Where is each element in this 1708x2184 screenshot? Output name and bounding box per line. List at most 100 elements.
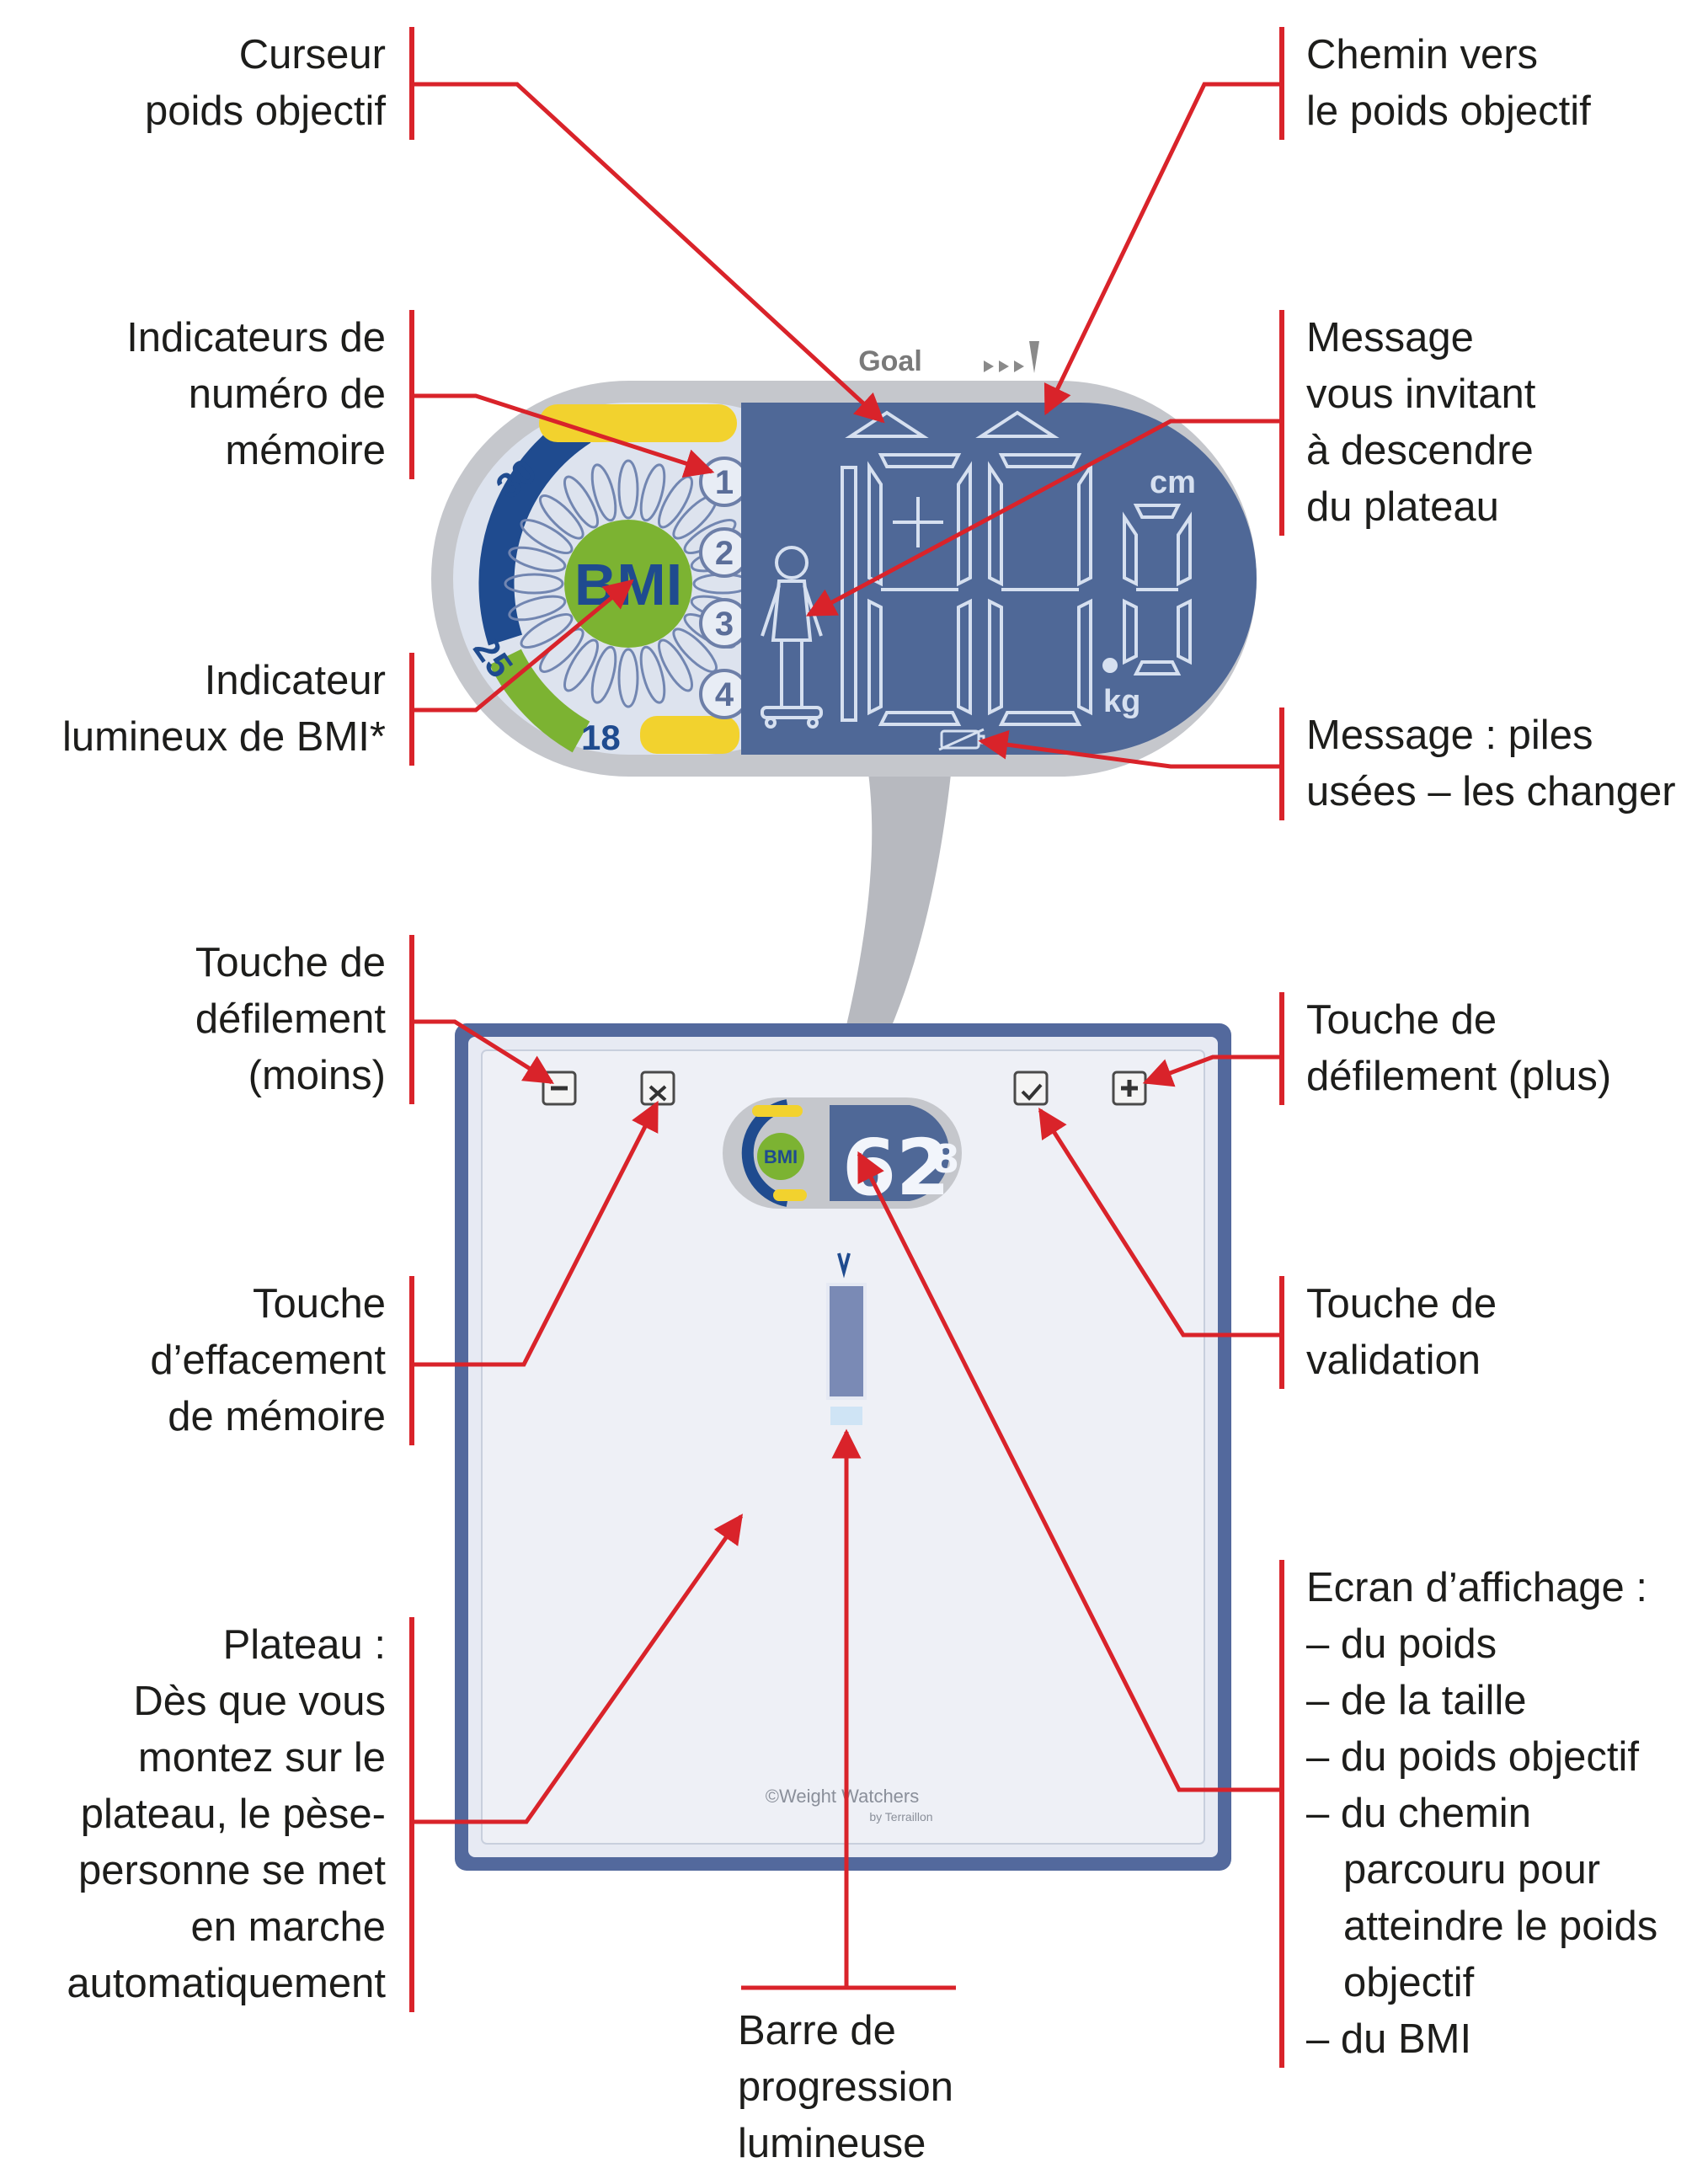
label-plateau-line: Plateau : <box>222 1622 386 1668</box>
sunflower-petal <box>590 463 617 522</box>
callout-chemin <box>1043 82 1279 416</box>
scale-display-decimal: 8 <box>932 1136 959 1182</box>
label-bmi-line: lumineux de BMI* <box>61 714 386 760</box>
label-descendre-line: vous invitant <box>1306 371 1536 417</box>
label-plateau-line: plateau, le pèse- <box>80 1792 386 1837</box>
lcd-segment <box>988 461 1003 587</box>
label-curseur-line: poids objectif <box>144 88 386 134</box>
sunflower-petal <box>539 494 584 540</box>
scroll-plus-button[interactable] <box>1112 1071 1147 1106</box>
validate-button[interactable] <box>1013 1071 1049 1106</box>
label-ecran-line: objectif <box>1343 1960 1475 2005</box>
label-curseur-line: Curseur <box>238 32 386 77</box>
sunflower-petal <box>617 459 639 520</box>
memory-indicator-number: 3 <box>715 606 734 643</box>
lcd-segment <box>878 453 962 468</box>
clear-memory-button[interactable] <box>640 1071 675 1106</box>
label-descendre-line: du plateau <box>1306 484 1499 530</box>
path-arrows-icon <box>984 341 1039 373</box>
label-moins-line: Touche de <box>195 940 386 985</box>
lcd-segment <box>878 711 962 726</box>
sunflower-petal <box>590 645 617 704</box>
label-plateau-line: personne se met <box>78 1848 386 1893</box>
scale-brand-sub: by Terraillon <box>869 1810 932 1824</box>
lcd-segment <box>1133 660 1182 675</box>
bmi-arc-green <box>489 649 590 753</box>
lcd-digits <box>841 453 1192 726</box>
label-ecran-line: parcouru pour <box>1343 1847 1601 1893</box>
sunflower-petal <box>639 463 666 522</box>
clear-x-icon <box>649 1085 667 1102</box>
lcd-segment <box>998 453 1082 468</box>
progress-top-icon <box>837 1252 851 1279</box>
label-memoire-line: numéro de <box>188 371 386 417</box>
scroll-minus-button[interactable] <box>542 1071 577 1106</box>
label-ecran-line: Ecran d’affichage : <box>1306 1565 1647 1610</box>
label-barre-line: progression <box>738 2064 954 2110</box>
label-touche-effacement: Touche d’effacement de mémoire <box>51 1276 414 1445</box>
label-effacement-line: d’effacement <box>150 1338 386 1383</box>
callout-bmi <box>409 579 634 713</box>
sunflower-petal <box>658 638 693 692</box>
label-barre-line: lumineuse <box>738 2121 926 2166</box>
label-plateau-line: en marche <box>190 1904 386 1950</box>
label-indicateur-bmi: Indicateur lumineux de BMI* <box>17 653 414 766</box>
label-descendre-line: Message <box>1306 315 1474 360</box>
memory-indicator-number: 2 <box>715 535 734 572</box>
label-indicateurs-memoire: Indicateurs de numéro de mémoire <box>51 310 414 479</box>
sunflower-petal <box>563 475 599 529</box>
label-memoire-line: mémoire <box>225 428 386 473</box>
label-barre-line: Barre de <box>738 2008 896 2053</box>
goal-label: Goal <box>858 345 922 377</box>
label-message-piles: Message : piles usées – les changer <box>1279 708 1676 820</box>
lcd-segment <box>1077 461 1092 587</box>
label-memoire-line: Indicateurs de <box>126 315 386 360</box>
label-effacement-line: Touche <box>252 1281 386 1327</box>
check-icon <box>1021 1083 1043 1101</box>
label-plateau-line: montez sur le <box>137 1735 386 1781</box>
unit-kg: kg <box>1103 684 1140 719</box>
callout-curseur <box>409 82 885 424</box>
label-ecran-line: – du chemin <box>1306 1791 1531 1836</box>
sunflower-petal <box>639 645 666 704</box>
label-validation-line: Touche de <box>1306 1281 1497 1327</box>
lcd-segment <box>1133 504 1182 519</box>
label-touche-validation: Touche de validation <box>1279 1276 1497 1389</box>
callout-validation <box>1038 1108 1279 1338</box>
label-ecran-line: – du BMI <box>1306 2016 1472 2062</box>
lcd-segment-one <box>841 466 857 722</box>
callout-memoire <box>409 393 715 478</box>
label-validation-line: validation <box>1306 1338 1481 1383</box>
label-piles-line: Message : piles <box>1306 713 1593 758</box>
label-barre: Barre de progression lumineuse <box>738 2003 953 2172</box>
label-touche-moins: Touche de défilement (moins) <box>51 935 414 1104</box>
label-moins-line: (moins) <box>248 1053 386 1098</box>
label-plateau-line: automatiquement <box>67 1961 386 2006</box>
scale-body: BMI 62 8 ©Weight Watchers by Terraillon <box>455 1023 1231 1871</box>
sunflower-petal <box>504 573 564 595</box>
callout-plateau <box>409 1514 744 1824</box>
label-chemin-line: Chemin vers <box>1306 32 1539 77</box>
memory-indicator-number: 4 <box>715 676 734 713</box>
label-ecran-line: – de la taille <box>1306 1678 1527 1723</box>
lcd-segment <box>998 711 1082 726</box>
lcd-segment <box>1177 598 1192 665</box>
lcd-segment <box>957 598 972 716</box>
lcd-segment <box>988 598 1003 716</box>
callout-plus <box>1142 1055 1279 1087</box>
lcd-segment <box>957 461 972 587</box>
sunflower-petal <box>520 613 574 649</box>
label-descendre-line: à descendre <box>1306 428 1534 473</box>
label-ecran: Ecran d’affichage : – du poids – de la t… <box>1279 1560 1657 2068</box>
lcd-segment <box>1123 511 1138 587</box>
label-moins-line: défilement <box>195 996 386 1042</box>
callout-piles <box>978 729 1279 769</box>
sunflower-petal <box>508 595 567 622</box>
label-ecran-line: – du poids <box>1306 1621 1497 1667</box>
label-plateau: Plateau : Dès que vous montez sur le pla… <box>3 1617 414 2012</box>
callout-ecran <box>857 1151 1279 1792</box>
label-plus-line: défilement (plus) <box>1306 1054 1612 1099</box>
label-message-descendre: Message vous invitant à descendre du pla… <box>1279 310 1535 536</box>
